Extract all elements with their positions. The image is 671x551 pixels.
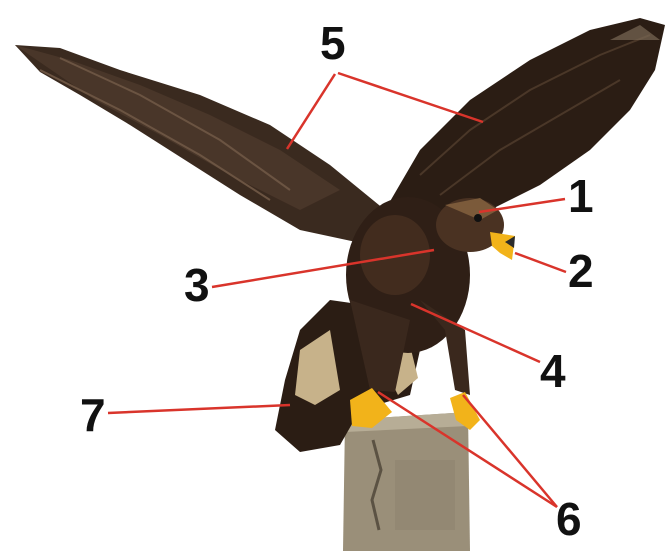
leader-line-2 bbox=[515, 253, 566, 272]
label-six: 6 bbox=[556, 496, 582, 542]
leader-line-7 bbox=[108, 405, 290, 413]
label-seven: 7 bbox=[80, 392, 106, 438]
leader-line-5b bbox=[338, 73, 483, 122]
label-two: 2 bbox=[568, 248, 594, 294]
label-one: 1 bbox=[568, 173, 594, 219]
label-four: 4 bbox=[540, 348, 566, 394]
left-wing bbox=[15, 45, 385, 245]
stone-post bbox=[343, 412, 470, 551]
label-five: 5 bbox=[320, 20, 346, 66]
right-wing bbox=[385, 18, 665, 225]
label-three: 3 bbox=[184, 262, 210, 308]
leader-line-6b bbox=[463, 395, 557, 507]
leader-line-5a bbox=[287, 74, 335, 149]
